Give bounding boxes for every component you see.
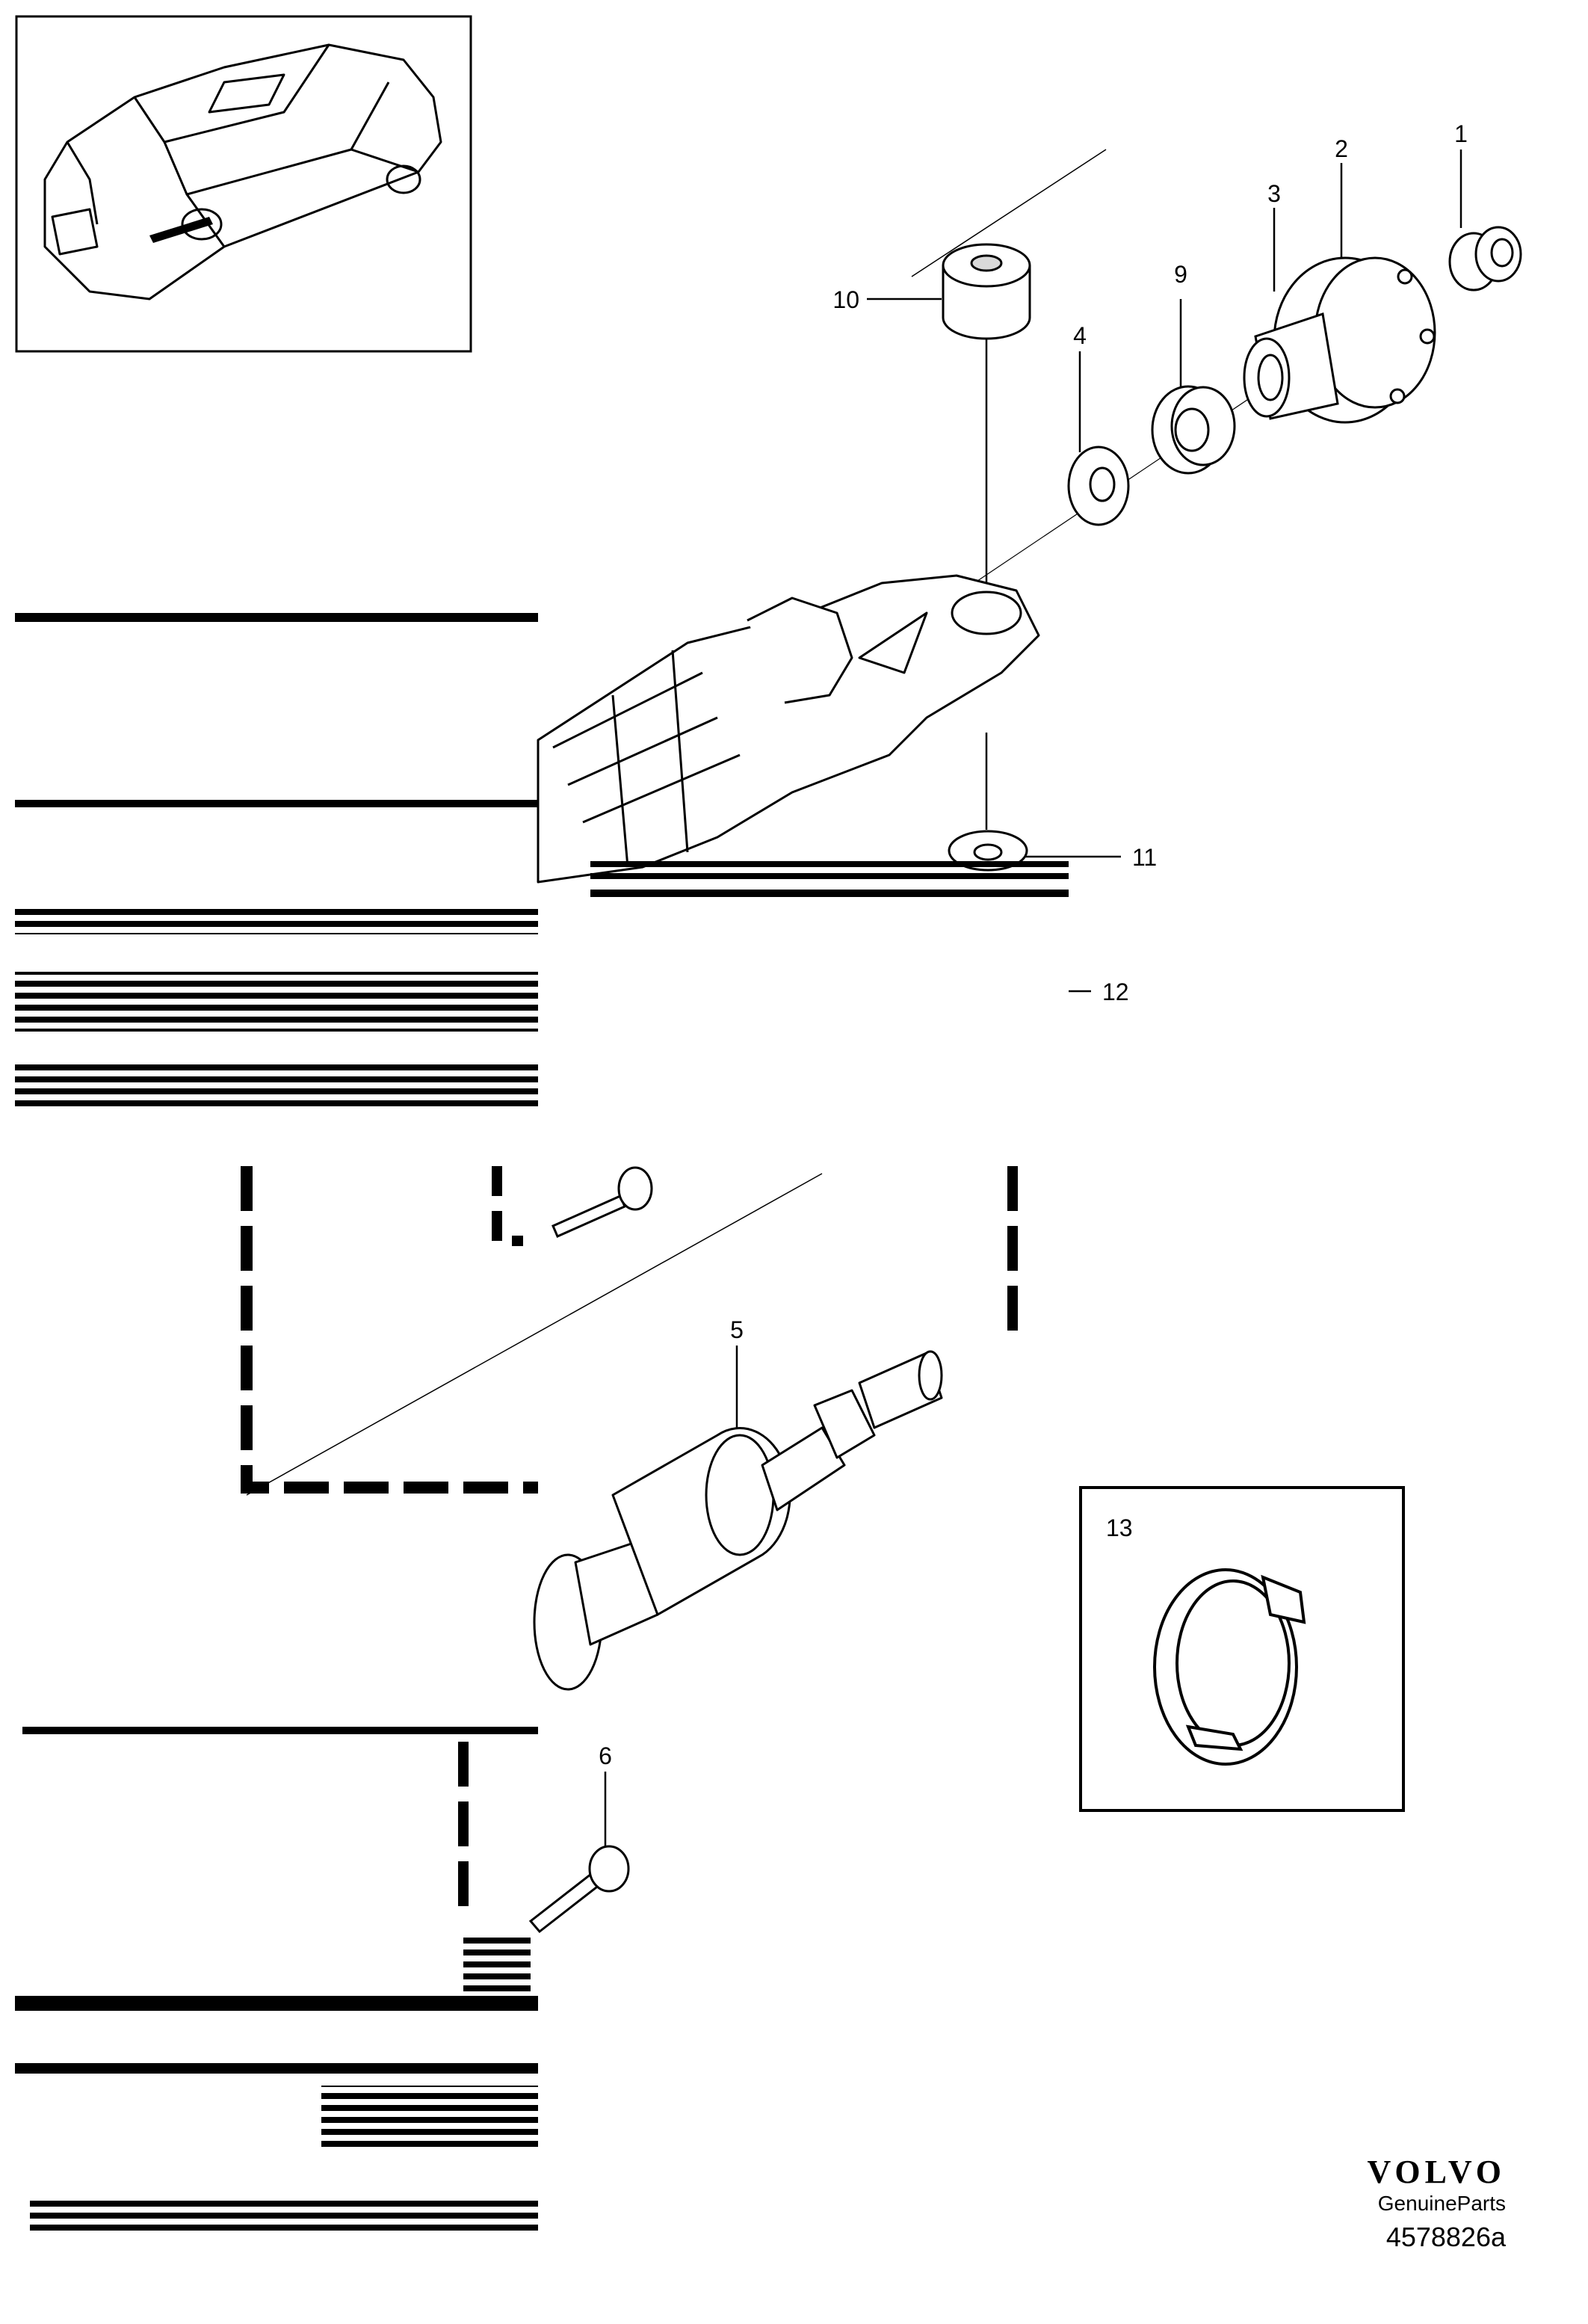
callout-5: 5 [730,1316,744,1343]
highlight-drive-shaft-icon [149,217,213,243]
bolt-upper-icon [552,1166,653,1238]
callout-6: 6 [599,1742,612,1769]
differential-housing-icon [537,574,1040,884]
callout-labels: 1 2 3 4 5 6 9 10 11 12 13 [599,120,1468,1769]
part-13-lock-ring-icon [1153,1568,1306,1766]
part-6-bolt-icon [528,1845,630,1934]
callout-1: 1 [1454,120,1468,147]
part-1-nut-icon [1448,226,1522,292]
volvo-logo: VOLVO [1367,2154,1506,2190]
callout-10: 10 [832,286,859,313]
callout-12: 12 [1102,978,1129,1005]
part-5-drive-shaft-icon [533,1350,943,1691]
callout-3: 3 [1267,180,1281,207]
subframe-bracket-icon [15,613,1069,2235]
brand-tagline: GenuineParts [1377,2192,1506,2215]
part-2-3-flange-hub-icon [1243,256,1436,424]
callout-9: 9 [1174,261,1187,288]
callout-2: 2 [1335,135,1348,162]
part-4-washer-icon [1067,446,1130,526]
part-10-bushing-icon [942,243,1031,340]
vehicle-overview-inset [15,15,472,353]
diagram-part-number: 4578826a [1385,2222,1506,2252]
callout-11: 11 [1132,844,1157,871]
callout-13: 13 [1106,1514,1133,1541]
callout-4: 4 [1073,322,1087,349]
part-13-inset [1079,1486,1405,1812]
part-9-bearing-icon [1151,385,1236,475]
